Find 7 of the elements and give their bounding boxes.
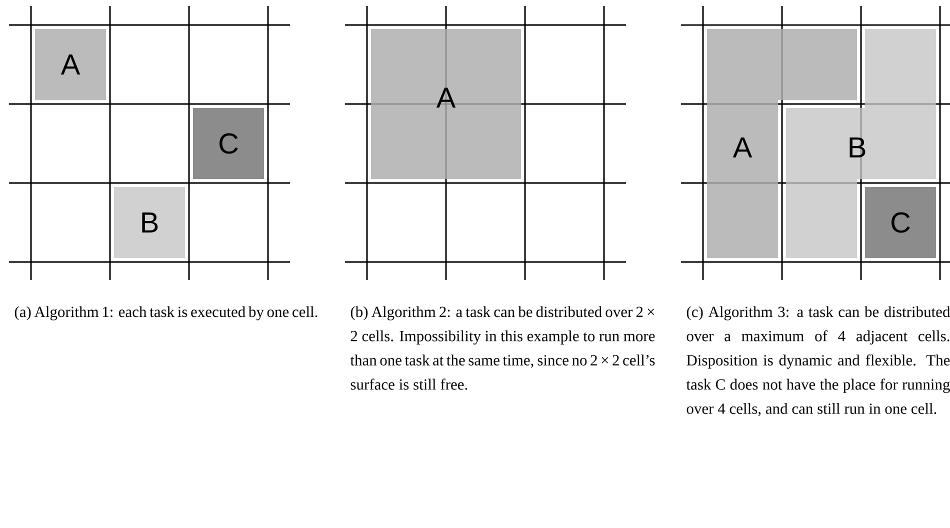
task-block: A xyxy=(34,28,106,100)
task-block: A xyxy=(370,28,522,180)
task-block: B xyxy=(114,186,186,258)
caption: (a) Algorithm 1: each task is executed by one cell. xyxy=(14,306,318,320)
caption: (c) Algorithm 3: a task can be distributed over a maximum of 4 adjacent cells. Disposition is dynamic and flexible. The task C does not have the place for running over 4 cells, and can still run in one cell. xyxy=(686,306,950,416)
task-block: C xyxy=(192,108,264,180)
caption: (b) Algorithm 2: a task can be distributed over 2 × 2 cells. Impossibility in this example to run more than one task at the same time, since no 2 × 2 cell’s surface is still free. xyxy=(350,306,655,390)
